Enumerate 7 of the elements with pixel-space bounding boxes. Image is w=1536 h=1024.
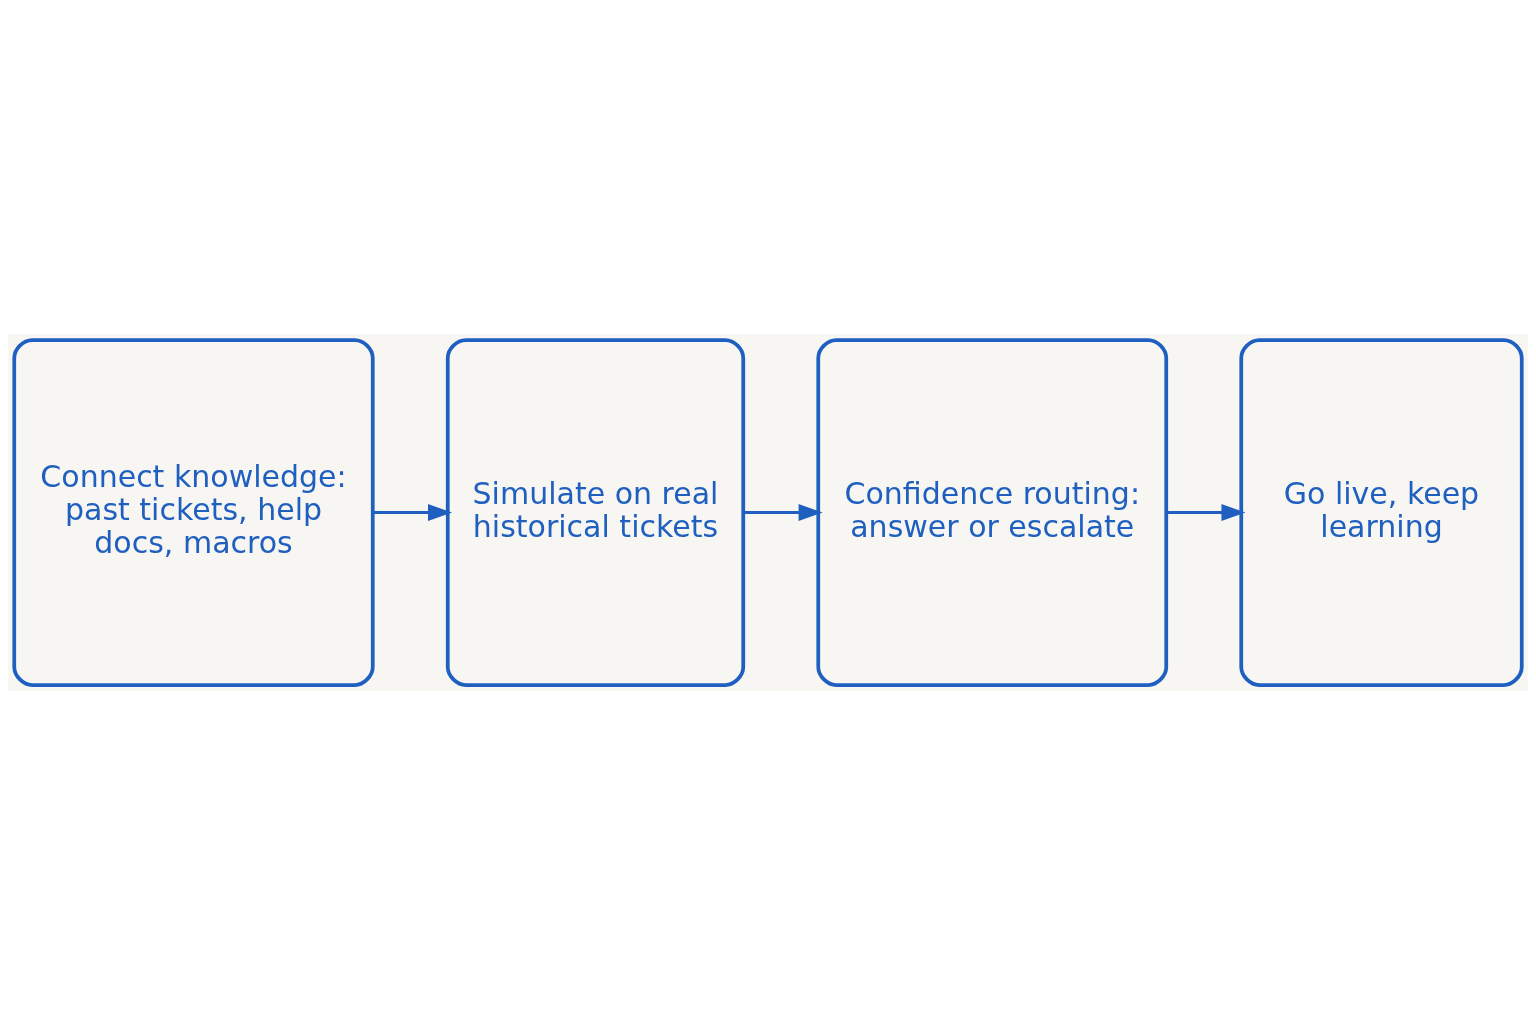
arrow xyxy=(1166,503,1246,521)
node-box: Simulate on real historical tickets xyxy=(445,337,746,687)
node-box: Confidence routing: answer or escalate xyxy=(816,337,1169,687)
arrow xyxy=(743,503,823,521)
arrow xyxy=(372,503,453,521)
node-box: Go live, keep learning xyxy=(1239,337,1524,687)
node-box: Connect knowledge: past tickets, help docs, macros xyxy=(12,337,375,687)
